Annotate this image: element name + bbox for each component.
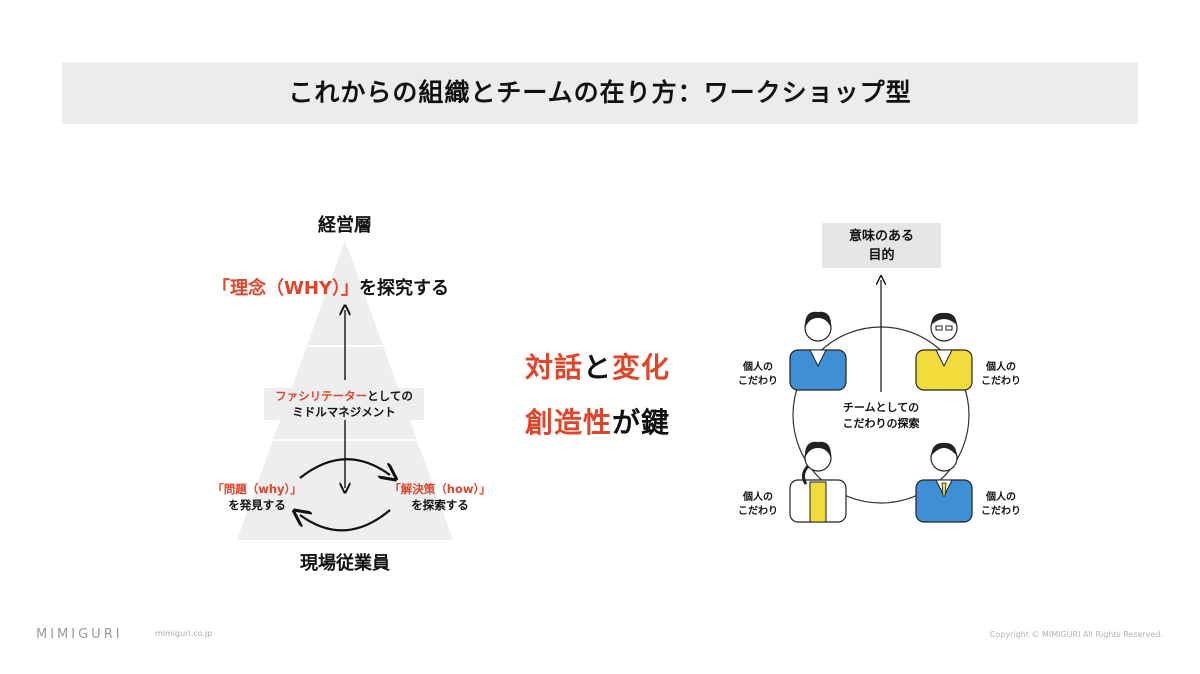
message-creativity: 創造性 [525,406,613,439]
footer-copyright: Copyright © MIMIGURI All Rights Reserved… [989,630,1163,639]
person-label-line1: 個人の [986,362,1016,373]
title-bar: これからの組織とチームの在り方：ワークショップ型 [62,62,1138,124]
problem-label: 「問題（why）」 を発見する [200,481,314,513]
person-label-top-left: 個人の こだわり [730,361,786,389]
message-line1: 対話と変化 [525,346,670,386]
problem-keyword: 「問題（why）」 [212,482,302,496]
facilitator-label: ファシリテーターとしての ミドルマネジメント [264,388,424,420]
goal-line1: 意味のある [848,229,914,244]
person-label-line2: こだわり [738,376,778,387]
message-line2: 創造性が鍵 [525,401,670,441]
facilitator-rest: としての [367,389,413,403]
message-change: 変化 [612,351,671,384]
goal-box: 意味のある 目的 [822,223,941,268]
why-rest: を探究する [358,278,449,299]
person-label-bottom-right: 個人の こだわり [973,491,1029,519]
solution-label: 「解決策（how）」 を探索する [378,481,502,513]
person-label-bottom-left: 個人の こだわり [730,491,786,519]
person-label-line2: こだわり [738,506,778,517]
message-and: と [583,351,613,384]
cycle-arrow-top [299,458,390,478]
person-label-line2: こだわり [981,376,1021,387]
person-bottom-left [789,441,847,523]
footer-logo: MIMIGURI [36,627,123,642]
why-statement: 「理念（WHY）」を探究する [212,274,449,300]
slide-title: これからの組織とチームの在り方：ワークショップ型 [288,78,912,107]
person-label-line2: こだわり [981,506,1021,517]
footer-url: mimiguri.co.jp [155,629,213,638]
team-center-line2: こだわりの探索 [842,417,920,430]
why-keyword: 「理念（WHY）」 [212,278,359,299]
person-top-right [915,312,973,391]
solution-keyword: 「解決策（how）」 [389,482,491,496]
solution-line2: を探索する [411,498,469,512]
person-bottom-right [915,442,973,523]
person-label-top-right: 個人の こだわり [973,361,1029,389]
facilitator-line2: ミドルマネジメント [292,405,396,419]
person-label-line1: 個人の [743,492,773,503]
cycle-arrow-bottom [300,510,391,532]
team-diagram-graphic [789,270,973,523]
person-top-left [789,311,847,391]
team-center-label: チームとしての こだわりの探索 [826,400,936,432]
team-center-line1: チームとしての [842,401,920,414]
goal-line2: 目的 [868,248,895,263]
problem-line2: を発見する [228,498,286,512]
facilitator-keyword: ファシリテーター [275,389,368,403]
person-label-line1: 個人の [743,362,773,373]
pyramid-bottom-label: 現場従業員 [300,553,390,574]
person-label-line1: 個人の [986,492,1016,503]
message-dialogue: 対話 [525,351,584,384]
pyramid-top-label: 経営層 [318,215,372,236]
message-is-key: が鍵 [612,406,671,439]
